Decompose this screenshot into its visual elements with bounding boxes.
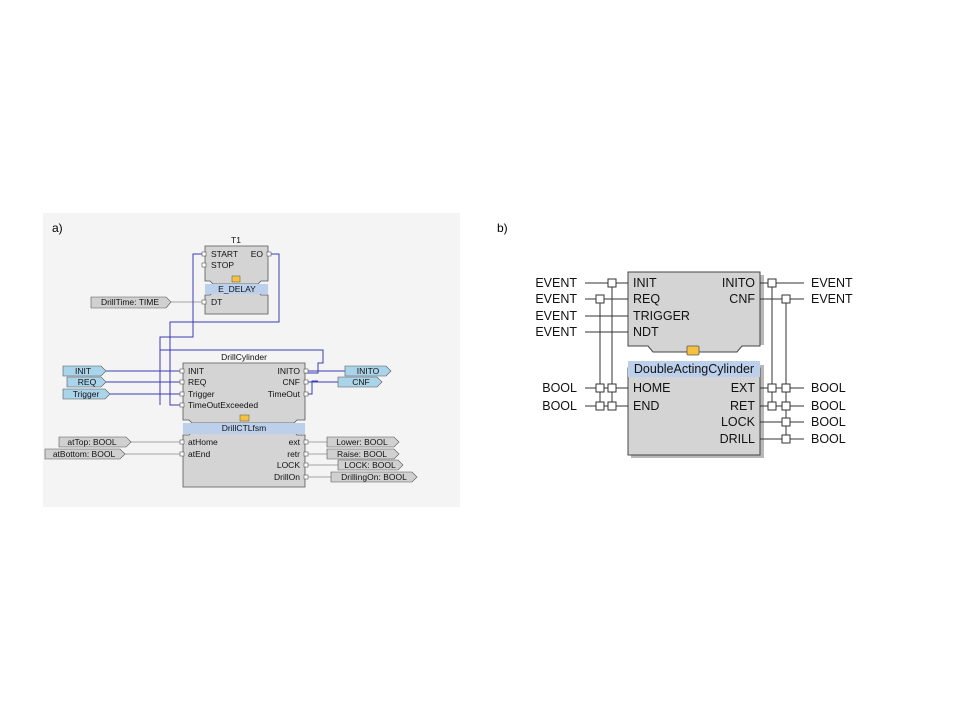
svg-text:Lower: BOOL: Lower: BOOL [336,437,388,447]
svg-text:atTop: BOOL: atTop: BOOL [67,437,116,447]
cyl-out-ext: ext [289,437,301,447]
dac-in-req: REQ [633,292,660,306]
dac-out-inito: INITO [722,276,755,290]
event-tag-trigger[interactable]: Trigger [62,388,111,400]
type-home: BOOL [542,381,577,395]
panel-a-label: a) [52,221,63,235]
cylinder-type: DrillCTLfsm [222,423,266,433]
svg-text:atBottom: BOOL: atBottom: BOOL [53,449,116,459]
timer-type-bar [205,284,268,294]
event-tag-inito[interactable]: INITO [344,365,392,377]
type-ndt: EVENT [535,325,577,339]
svg-text:LOCK: BOOL: LOCK: BOOL [344,460,396,470]
dac-in-home: HOME [633,381,671,395]
cylinder-algorithm-icon [239,414,250,422]
timer-port-dt[interactable] [201,299,207,305]
cyl-out-lock: LOCK [277,460,300,470]
dac-type: DoubleActingCylinder [634,362,754,376]
dac-in-end: END [633,399,659,413]
cyl-in-athome: atHome [188,437,218,447]
type-drill: BOOL [811,432,846,446]
dac-in-init: INIT [633,276,657,290]
timer-port-eo[interactable] [266,251,272,257]
svg-text:Trigger: Trigger [73,389,100,399]
data-tag-lower[interactable]: Lower: BOOL [326,436,400,448]
svg-text:Raise: BOOL: Raise: BOOL [337,449,387,459]
data-tag-atbottom[interactable]: atBottom: BOOL [44,448,126,460]
cylinder-type-bar [183,423,305,434]
dac-algorithm-icon [686,345,700,356]
svg-text:DrillingOn: BOOL: DrillingOn: BOOL [341,472,407,482]
event-tag-req[interactable]: REQ [66,376,107,388]
cylinder-instance-name: DrillCylinder [221,352,267,362]
dac-interface [627,271,761,353]
cyl-in-init: INIT [188,366,204,376]
cyl-in-req: REQ [188,377,207,387]
svg-text:DrillTime: TIME: DrillTime: TIME [101,297,159,307]
timer-instance-name: T1 [231,235,241,245]
type-trigger: EVENT [535,309,577,323]
timer-input-start: START [211,249,238,259]
event-tag-init[interactable]: INIT [62,365,107,377]
association-markers-b [595,278,791,444]
timer-algorithm-icon [231,275,241,283]
svg-text:CNF: CNF [352,377,369,387]
timer-input-stop: STOP [211,260,234,270]
timer-output-eo: EO [251,249,264,259]
dac-out-drill: DRILL [720,432,755,446]
timer-type: E_DELAY [218,284,256,294]
cyl-out-retr: retr [287,449,300,459]
cyl-out-drillon: DrillOn [274,472,300,482]
cyl-out-cnf: CNF [283,377,300,387]
svg-text:INIT: INIT [75,366,91,376]
dac-in-ndt: NDT [633,325,659,339]
cylinder-ports[interactable] [179,368,309,480]
dac-out-ret: RET [730,399,755,413]
timer-port-stop[interactable] [201,262,207,268]
type-end: BOOL [542,399,577,413]
dac-out-ext: EXT [731,381,756,395]
svg-text:REQ: REQ [78,377,97,387]
type-ext: BOOL [811,381,846,395]
type-inito: EVENT [811,276,853,290]
timer-input-dt: DT [211,297,222,307]
event-tag-cnf[interactable]: CNF [337,376,383,388]
dac-type-bar [628,361,760,377]
data-tag-attop[interactable]: atTop: BOOL [58,436,132,448]
data-tag-drillingon[interactable]: DrillingOn: BOOL [330,471,418,483]
timer-port-start[interactable] [201,251,207,257]
panel-b-label: b) [497,221,508,235]
cyl-out-inito: INITO [277,366,300,376]
dac-out-lock: LOCK [721,415,756,429]
cyl-out-timeout: TimeOut [268,389,301,399]
cyl-in-trigger: Trigger [188,389,215,399]
svg-text:INITO: INITO [357,366,380,376]
type-lock: BOOL [811,415,846,429]
type-cnf: EVENT [811,292,853,306]
type-ret: BOOL [811,399,846,413]
double-acting-cylinder-block[interactable]: DoubleActingCylinder INIT REQ TRIGGER ND… [627,271,761,456]
event-wires-a [106,253,345,406]
cyl-in-timeout-exceeded: TimeOutExceeded [188,400,258,410]
timer-block[interactable]: T1 E_DELAY START STOP EO DT [201,235,272,315]
drill-cylinder-block[interactable]: DrillCylinder DrillCTLfsm INIT REQ Trigg… [179,352,309,488]
type-req: EVENT [535,292,577,306]
type-init: EVENT [535,276,577,290]
dac-in-trigger: TRIGGER [633,309,690,323]
data-wires-a [125,441,338,478]
dac-out-cnf: CNF [729,292,755,306]
drilltime-tag[interactable]: DrillTime: TIME [90,296,172,309]
cyl-in-atend: atEnd [188,449,210,459]
data-tag-raise[interactable]: Raise: BOOL [326,448,400,460]
data-tag-lock[interactable]: LOCK: BOOL [337,459,404,471]
